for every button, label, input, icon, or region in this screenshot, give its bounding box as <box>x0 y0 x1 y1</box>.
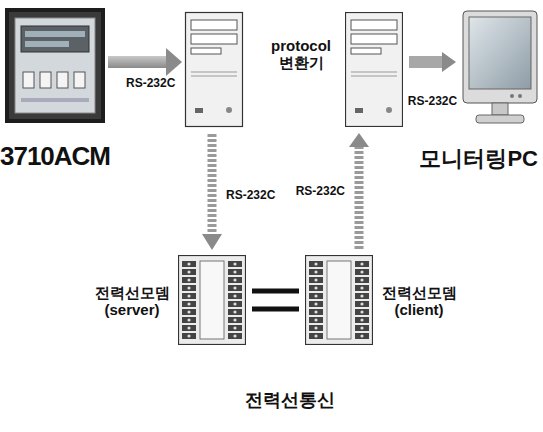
connector <box>252 291 299 309</box>
meter-device: 3710ACM <box>5 8 105 123</box>
node-label: 전력선모뎀 (server) <box>92 285 172 318</box>
protocol-converter: protocol 변환기 <box>345 12 403 127</box>
interface-label: RS-232C <box>124 76 177 90</box>
plc-modem-picture <box>305 255 373 345</box>
interface-label: RS-232C <box>294 184 347 198</box>
protocol-converter-picture <box>345 12 403 127</box>
connector <box>409 52 456 72</box>
monitoring-pc: 모니터링PC <box>462 5 538 130</box>
node-label: 모니터링PC <box>419 147 538 171</box>
connector <box>349 133 369 249</box>
monitoring-pc-picture <box>462 5 538 130</box>
meter-device-picture <box>5 8 105 123</box>
link-caption: 전력선통신 <box>243 388 337 412</box>
plc-modem-picture <box>178 255 246 345</box>
converter-tower <box>186 13 243 127</box>
node-label: protocol 변환기 <box>265 38 337 71</box>
node-label: 전력선모뎀 (client) <box>379 285 459 318</box>
interface-label: RS-232C <box>224 188 277 202</box>
plc-modem: 전력선모뎀 (server) <box>178 255 246 345</box>
serial-arrow-down <box>202 134 222 250</box>
serial-arrow <box>108 48 182 76</box>
plc-modem: 전력선모뎀 (client) <box>305 255 373 345</box>
node-label: 3710ACM <box>0 142 117 171</box>
interface-label: RS-232C <box>406 94 459 108</box>
